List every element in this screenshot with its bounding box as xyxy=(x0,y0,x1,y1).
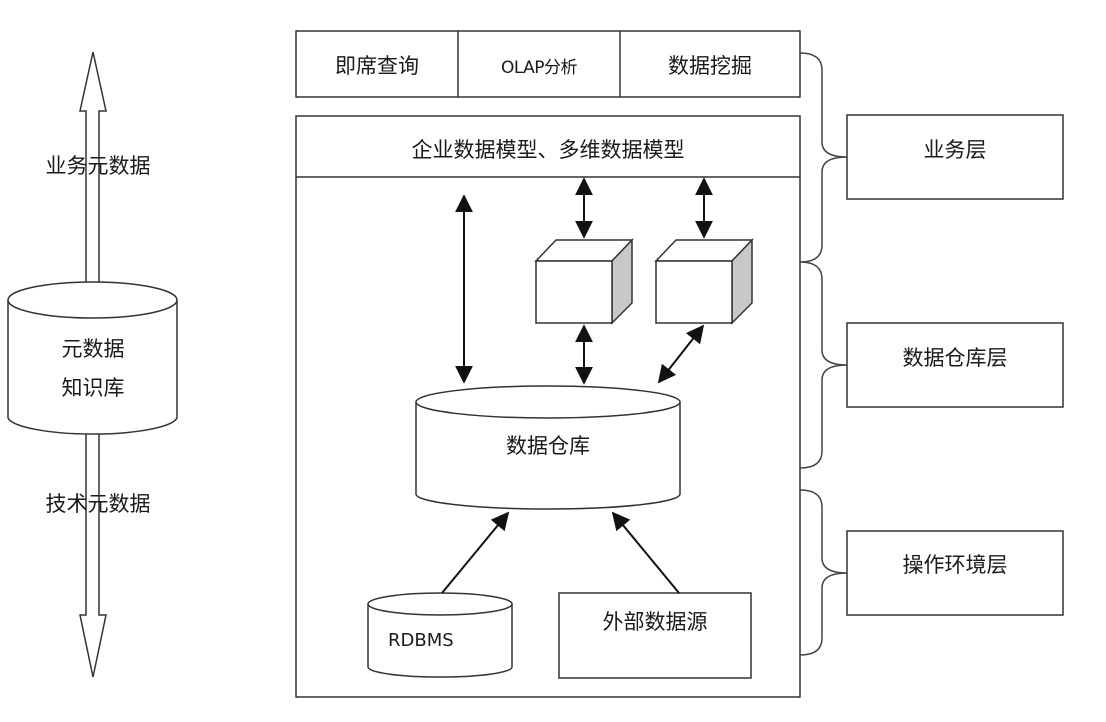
data-warehouse-label: 数据仓库 xyxy=(506,434,590,458)
layer-label-operation: 操作环境层 xyxy=(902,553,1008,577)
business-metadata-arrow xyxy=(79,51,107,300)
brace-warehouse-layer xyxy=(799,261,848,469)
olap-cube-1 xyxy=(534,238,634,325)
layer-box-operation xyxy=(846,530,1064,616)
layer-box-business xyxy=(846,114,1064,200)
arrow-cube-2-to-warehouse xyxy=(657,324,705,384)
knowledge-base-label-line1: 元数据 xyxy=(61,337,125,361)
metadata-double-arrow xyxy=(79,51,107,678)
arrow-external-to-warehouse xyxy=(611,511,680,594)
data-warehouse-cylinder xyxy=(415,385,681,510)
external-source-box xyxy=(558,592,752,679)
knowledge-base-label-line2: 知识库 xyxy=(61,376,125,400)
business-metadata-label: 业务元数据 xyxy=(45,154,151,178)
tool-ad-hoc-query: 即席查询 xyxy=(335,54,419,78)
brace-business-layer xyxy=(799,52,848,263)
rdbms-label: RDBMS xyxy=(388,630,454,651)
brace-operation-layer xyxy=(799,489,848,656)
metadata-knowledge-base-cylinder xyxy=(7,281,178,435)
olap-cube-2 xyxy=(654,238,754,325)
tool-olap-analysis: OLAP分析 xyxy=(500,58,578,78)
external-source-label: 外部数据源 xyxy=(602,610,708,634)
arrow-rdbms-to-warehouse xyxy=(441,511,510,594)
layer-box-warehouse xyxy=(846,322,1064,408)
technical-metadata-arrow xyxy=(79,425,107,678)
rdbms-cylinder xyxy=(367,592,513,678)
tools-row xyxy=(295,30,801,98)
technical-metadata-label: 技术元数据 xyxy=(45,492,151,516)
layer-label-warehouse: 数据仓库层 xyxy=(902,346,1008,370)
tool-data-mining: 数据挖掘 xyxy=(668,54,752,78)
models-header: 企业数据模型、多维数据模型 xyxy=(411,138,685,162)
layer-label-business: 业务层 xyxy=(923,138,987,162)
